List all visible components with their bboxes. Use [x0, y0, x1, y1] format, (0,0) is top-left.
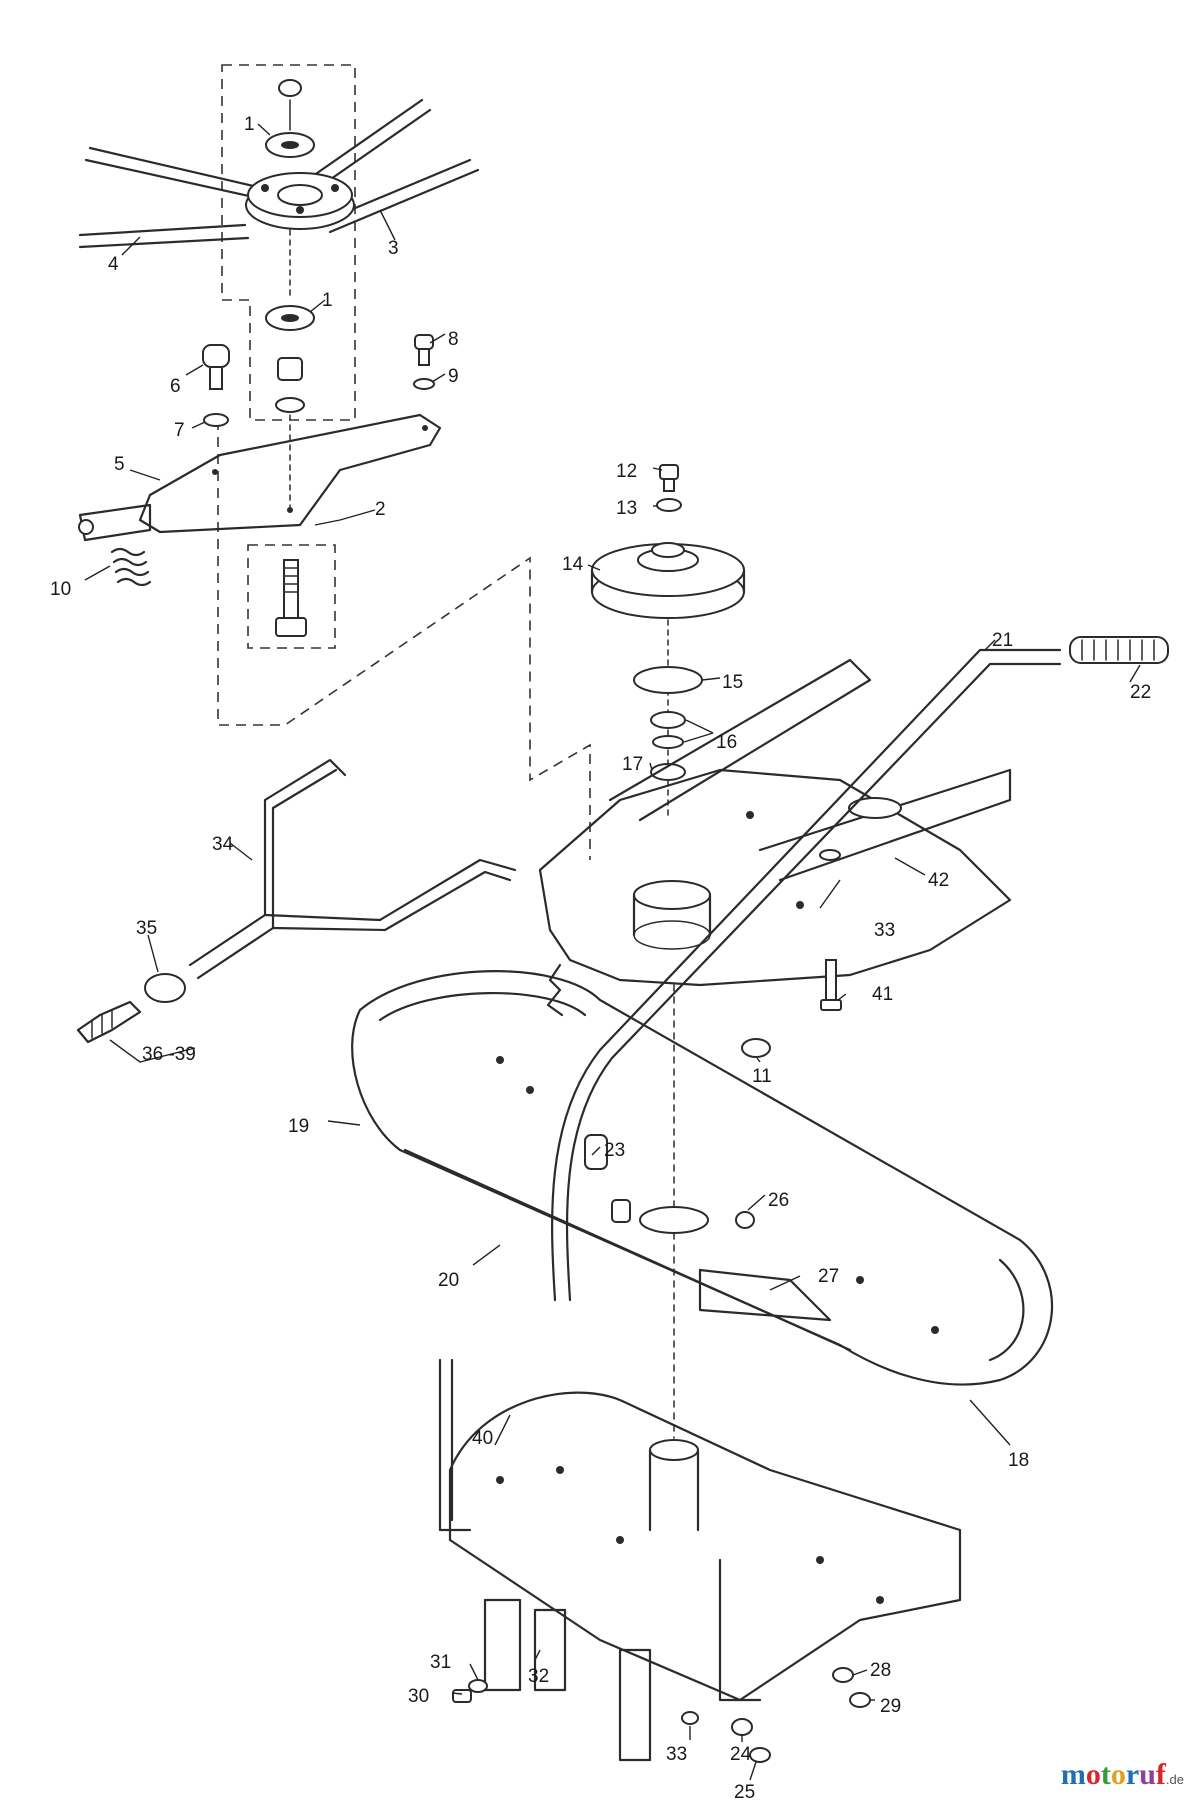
callout-7: 7 — [174, 420, 185, 441]
tension-bracket — [78, 334, 442, 587]
handle — [551, 636, 1169, 1302]
logo-letter-m: m — [1060, 1758, 1086, 1791]
logo-letter-o2: o — [1110, 1758, 1126, 1791]
callout-20: 20 — [438, 1270, 459, 1291]
assembly-outline — [217, 64, 591, 860]
callout-1b: 1 — [322, 290, 333, 311]
callout-1a: 1 — [244, 114, 255, 135]
logo-letter-t: t — [1100, 1758, 1111, 1791]
callout-19: 19 — [288, 1116, 309, 1137]
callout-35: 35 — [136, 918, 157, 939]
callout-32: 32 — [528, 1666, 549, 1687]
callout-42: 42 — [928, 870, 949, 891]
callout-22: 22 — [1130, 682, 1151, 703]
callout-23: 23 — [604, 1140, 625, 1161]
callout-labels: 1 1 2 3 4 5 6 7 8 9 10 11 12 13 14 15 16… — [50, 114, 1151, 1800]
callout-33a: 33 — [874, 920, 895, 941]
callout-5: 5 — [114, 454, 125, 475]
callout-4: 4 — [108, 254, 119, 275]
lower-housing — [438, 1358, 962, 1763]
callout-11: 11 — [752, 1066, 772, 1087]
callout-17: 17 — [622, 754, 643, 775]
callout-36-39: 36 -39 — [142, 1044, 196, 1065]
callout-9: 9 — [448, 366, 459, 387]
callout-12: 12 — [616, 461, 637, 482]
logo-letter-o1: o — [1085, 1758, 1101, 1791]
logo-letter-r: r — [1125, 1758, 1140, 1791]
leader-lines — [84, 123, 1141, 1781]
callout-6: 6 — [170, 376, 181, 397]
blade-assembly — [78, 79, 480, 637]
control-lever — [76, 758, 517, 1044]
callout-3: 3 — [388, 238, 399, 259]
motoruf-logo: motoruf.de — [1061, 1758, 1184, 1792]
callout-2: 2 — [375, 499, 386, 520]
callout-25: 25 — [734, 1782, 755, 1800]
callout-28: 28 — [870, 1660, 891, 1681]
callout-21: 21 — [992, 630, 1013, 651]
callout-18: 18 — [1008, 1450, 1029, 1471]
callout-15: 15 — [722, 672, 743, 693]
callout-16: 16 — [716, 732, 737, 753]
callout-8: 8 — [448, 329, 459, 350]
frame-plate — [538, 658, 1012, 1058]
logo-suffix: .de — [1165, 1772, 1184, 1787]
tine-shield — [351, 970, 1053, 1386]
callout-31: 31 — [430, 1652, 451, 1673]
callout-29: 29 — [880, 1696, 901, 1717]
callout-14: 14 — [562, 554, 584, 575]
logo-letter-f: f — [1155, 1758, 1166, 1791]
callout-13: 13 — [616, 498, 637, 519]
callout-24: 24 — [730, 1744, 752, 1765]
logo-letter-u: u — [1139, 1758, 1156, 1791]
callout-27: 27 — [818, 1266, 839, 1287]
callout-40: 40 — [472, 1428, 493, 1449]
callout-34: 34 — [212, 834, 234, 855]
callout-10: 10 — [50, 579, 71, 600]
callout-41: 41 — [872, 984, 893, 1005]
callout-30: 30 — [408, 1686, 429, 1707]
pulley-stack — [590, 464, 746, 821]
callout-33b: 33 — [666, 1744, 687, 1765]
callout-26: 26 — [768, 1190, 789, 1211]
